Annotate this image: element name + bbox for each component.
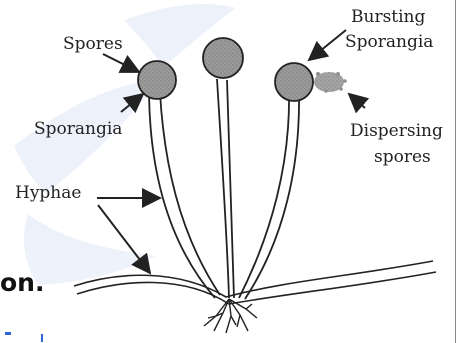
sporangia-label: Sporangia: [34, 119, 122, 139]
dispersing-label-line-1: Dispersing: [350, 121, 443, 141]
blue-accent-line: [41, 334, 43, 342]
bursting-label-line-2: Sporangia: [345, 32, 433, 52]
spores-label: Spores: [63, 34, 123, 54]
dispersing-label-line-2: spores: [374, 147, 431, 167]
bursting-label-line-1: Bursting: [351, 7, 426, 27]
substrate-hypha-lower: [77, 272, 436, 304]
blue-accent-mark: [5, 332, 11, 335]
background-watermark-shape: [14, 4, 236, 285]
dispersing-spore-cluster: [314, 72, 347, 93]
hyphae-label: Hyphae: [15, 183, 81, 203]
right-sporangium: [275, 63, 313, 101]
right-edge-line: [455, 0, 456, 343]
bursting-arrow: [309, 30, 346, 60]
middle-sporangium: [203, 38, 243, 78]
left-sporangium: [138, 61, 176, 99]
spores-arrow: [103, 54, 139, 72]
left-sporangiophore-inner: [149, 94, 215, 298]
fragment-text: on.: [0, 268, 44, 297]
dispersing-arrow: [349, 94, 365, 108]
